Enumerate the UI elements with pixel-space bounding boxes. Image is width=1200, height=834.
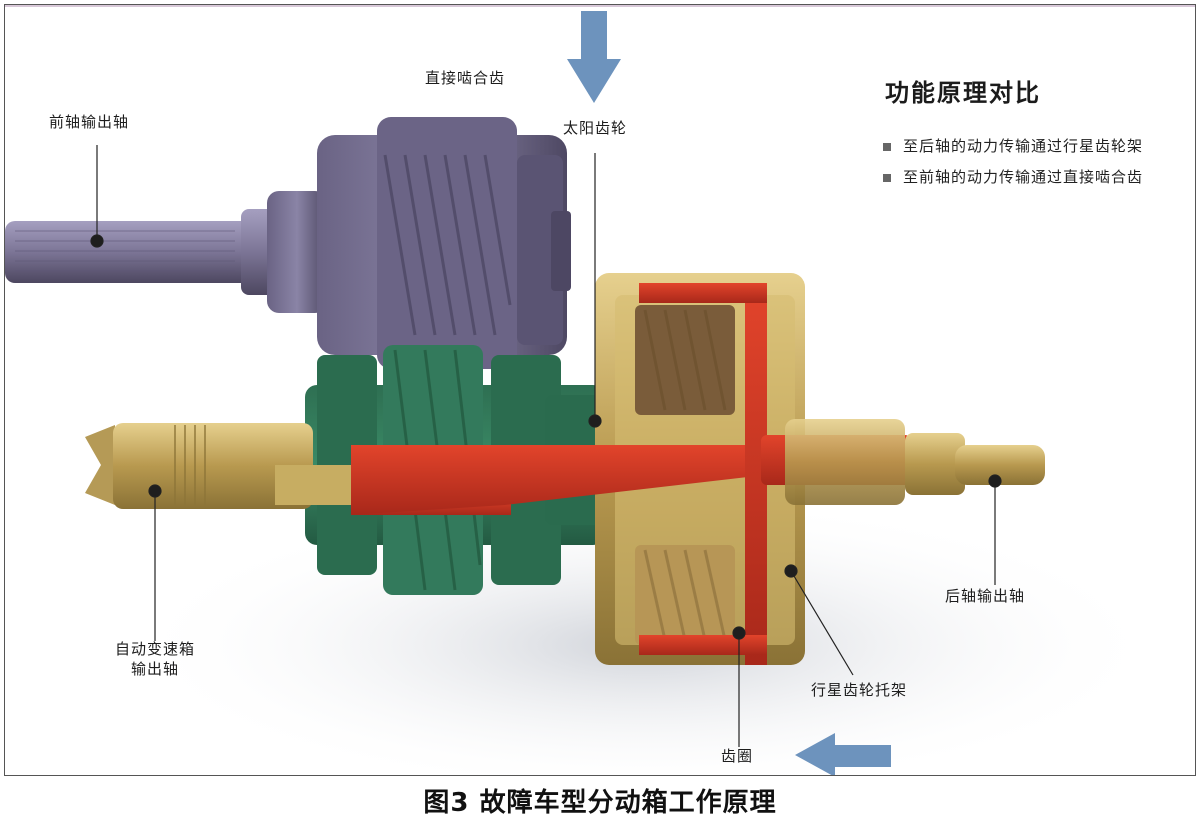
arrow-down-icon (567, 11, 621, 103)
label-sun-gear: 太阳齿轮 (563, 119, 628, 137)
label-auto-trans-line1: 自动变速箱 (114, 640, 195, 658)
label-planet-carrier: 行星齿轮托架 (811, 681, 908, 699)
rear-output-shaft (785, 419, 1045, 505)
figure-caption: 图3 故障车型分动箱工作原理 (423, 788, 777, 818)
bullet-icon (883, 173, 891, 182)
legend-item-label: 至后轴的动力传输通过行星齿轮架 (903, 137, 1144, 155)
legend-item: 至前轴的动力传输通过直接啮合齿 (883, 166, 1143, 187)
label-ring-gear: 齿圈 (721, 747, 754, 765)
diagram-frame: 前轴输出轴 直接啮合齿 太阳齿轮 后轴输出轴 自动变速箱 输出轴 行星齿轮托架 … (4, 4, 1196, 776)
legend-list: 至后轴的动力传输通过行星齿轮架 至前轴的动力传输通过直接啮合齿 (883, 135, 1143, 197)
front-output-shaft (5, 191, 327, 313)
label-auto-trans-line2: 输出轴 (130, 660, 179, 678)
legend-item: 至后轴的动力传输通过行星齿轮架 (883, 135, 1143, 156)
arrow-left-icon (795, 733, 891, 775)
label-front-output-shaft: 前轴输出轴 (49, 113, 130, 131)
legend-title: 功能原理对比 (885, 79, 1041, 107)
label-auto-transmission-output-shaft: 自动变速箱 输出轴 (103, 639, 207, 679)
direct-engagement-gear (317, 117, 571, 369)
leader-lines (90, 145, 1002, 747)
label-rear-output-shaft: 后轴输出轴 (945, 587, 1026, 605)
label-direct-engagement-gear: 直接啮合齿 (425, 69, 506, 87)
transfer-case-illustration (5, 5, 1195, 775)
legend-item-label: 至前轴的动力传输通过直接啮合齿 (903, 168, 1144, 186)
bullet-icon (883, 142, 891, 151)
